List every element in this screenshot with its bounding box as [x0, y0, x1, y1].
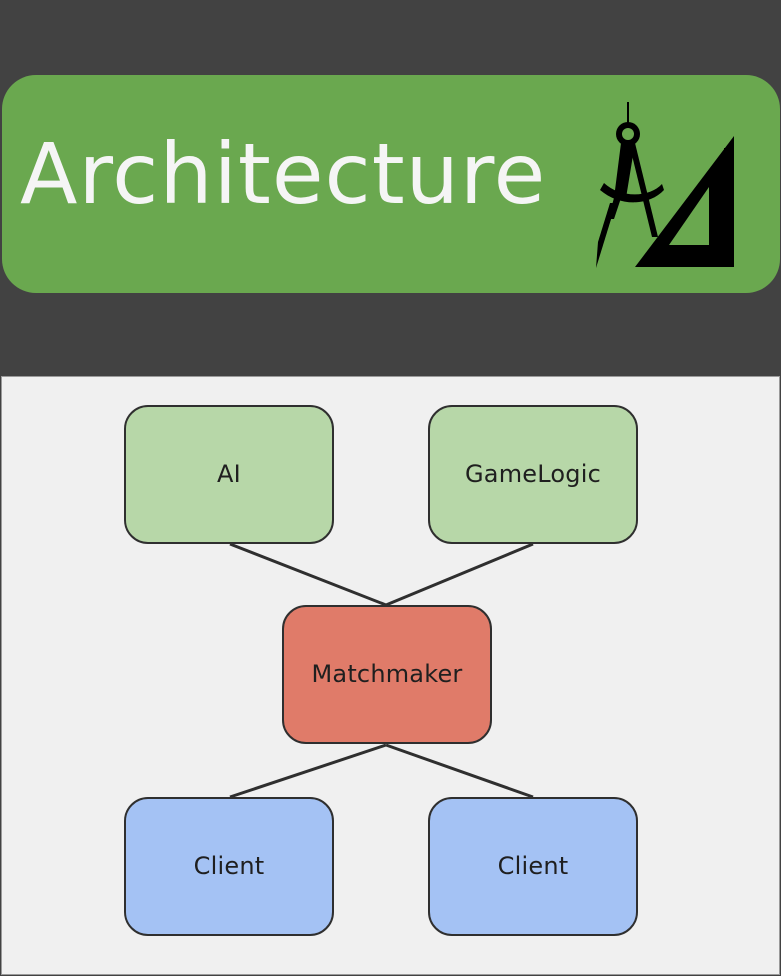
node-ai: AI [124, 405, 334, 544]
node-client-right-label: Client [497, 851, 569, 880]
node-ai-label: AI [217, 459, 241, 488]
node-client-left-label: Client [193, 851, 265, 880]
node-client-left: Client [124, 797, 334, 936]
node-matchmaker-label: Matchmaker [311, 659, 463, 688]
page-title: Architecture [20, 125, 547, 223]
compass-and-set-square-icon [596, 102, 734, 268]
node-gamelogic-label: GameLogic [465, 459, 601, 488]
node-gamelogic: GameLogic [428, 405, 638, 544]
node-matchmaker: Matchmaker [282, 605, 492, 744]
node-client-right: Client [428, 797, 638, 936]
